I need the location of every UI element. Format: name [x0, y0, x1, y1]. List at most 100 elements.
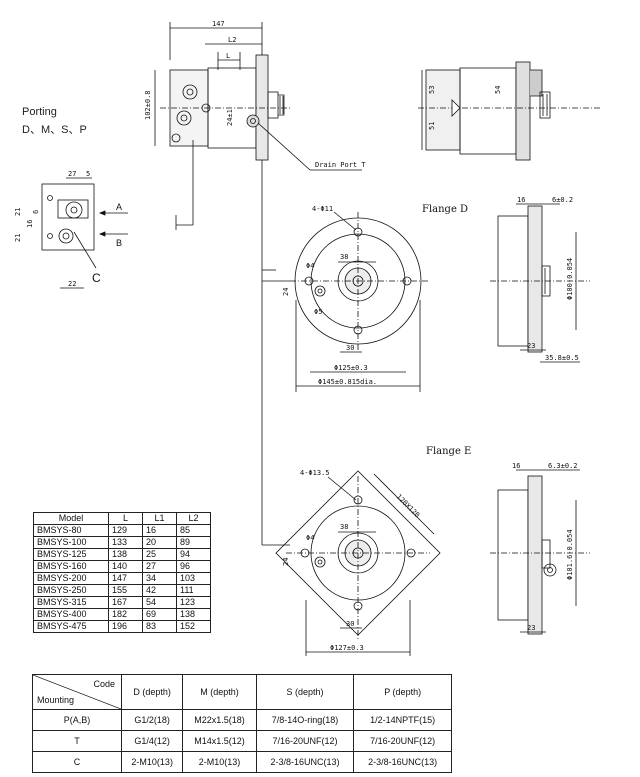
- cell: 140: [108, 560, 143, 573]
- header-d-depth: D (depth): [120, 674, 184, 710]
- header-mounting: Mounting: [37, 695, 75, 705]
- header-corner: Code Mounting: [32, 674, 122, 710]
- dim-6-3: 6.3±0.2: [548, 462, 578, 470]
- cell: 2-3/8-16UNC(13): [353, 751, 452, 773]
- header-model: Model: [33, 512, 109, 525]
- cell: 7/16-20UNF(12): [353, 730, 452, 752]
- dim-21a: 21: [14, 208, 22, 216]
- dim-23-es: 23: [527, 624, 535, 632]
- dim-22: 22: [68, 280, 76, 288]
- dim-53: 53: [428, 86, 436, 94]
- cell: 25: [142, 548, 177, 561]
- port-c-label: C: [92, 271, 101, 285]
- header-code: Code: [93, 679, 115, 689]
- cell: BMSYS-125: [33, 548, 109, 561]
- cell: 167: [108, 596, 143, 609]
- cell: BMSYS-475: [33, 620, 109, 633]
- dim-54: 54: [494, 86, 502, 94]
- cell: BMSYS-250: [33, 584, 109, 597]
- header-l1: L1: [142, 512, 177, 525]
- dim-38: 38: [340, 253, 348, 261]
- table-row: C 2-M10(13) 2-M10(13) 2-3/8-16UNC(13) 2-…: [32, 751, 452, 773]
- cell: M14x1.5(12): [182, 730, 257, 752]
- cell: 147: [108, 572, 143, 585]
- cell: BMSYS-80: [33, 524, 109, 537]
- dim-16-ds: 16: [517, 196, 525, 204]
- dim-phi127: Φ127±0.3: [330, 644, 364, 652]
- cell: 103: [176, 572, 211, 585]
- dim-27: 27: [68, 170, 76, 178]
- dim-4phi13-5: 4-Φ13.5: [300, 469, 330, 477]
- port-detail-view: 27 5 21 21 16 6 22 A B C: [14, 170, 128, 289]
- cell: 83: [142, 620, 177, 633]
- header-s-depth: S (depth): [255, 674, 355, 710]
- dim-21b: 21: [14, 234, 22, 242]
- dim-phi4: Φ4: [306, 262, 314, 270]
- dim-38-e: 38: [340, 523, 348, 531]
- cell: 182: [108, 608, 143, 621]
- cell: 123: [176, 596, 211, 609]
- dim-51: 51: [428, 122, 436, 130]
- cell: 42: [142, 584, 177, 597]
- cell: BMSYS-160: [33, 560, 109, 573]
- flange-e-title: Flange E: [426, 446, 471, 457]
- dim-30: 30: [346, 344, 354, 352]
- flange-d-title: Flange D: [422, 204, 468, 215]
- dim-l2: L2: [228, 36, 236, 44]
- cell: BMSYS-315: [33, 596, 109, 609]
- cell: T: [32, 730, 122, 752]
- dim-23-ds: 23: [527, 342, 535, 350]
- cell: 34: [142, 572, 177, 585]
- dim-phi5: Φ5: [314, 308, 322, 316]
- dim-147: 147: [212, 20, 225, 28]
- cell: 138: [176, 608, 211, 621]
- cell: 2-M10(13): [182, 751, 257, 773]
- dim-16: 16: [26, 220, 34, 228]
- cell: BMSYS-400: [33, 608, 109, 621]
- dim-6: 6: [32, 210, 40, 214]
- dim-phi4-e: Φ4: [306, 534, 314, 542]
- dim-24-e: 24: [282, 558, 290, 566]
- dim-phi125: Φ125±0.3: [334, 364, 368, 372]
- cell: 54: [142, 596, 177, 609]
- cell: 2-3/8-16UNC(13): [255, 751, 355, 773]
- header-l2: L2: [176, 512, 211, 525]
- table-header-row: Model L L1 L2: [33, 512, 211, 525]
- table-row: T G1/4(12) M14x1.5(12) 7/16-20UNF(12) 7/…: [32, 730, 452, 752]
- cell: 138: [108, 548, 143, 561]
- dim-102: 102±0.8: [144, 90, 152, 120]
- dim-l: L: [226, 52, 230, 60]
- drain-port-label: Drain Port T: [315, 161, 366, 169]
- flange-e-front-view: 4-Φ13.5 120X120 Φ4 38 24 30 Φ127±0.3: [262, 469, 441, 656]
- cell: P(A,B): [32, 709, 122, 731]
- cell: 155: [108, 584, 143, 597]
- cell: 7/8-14O-ring(18): [255, 709, 355, 731]
- cell: 111: [176, 584, 211, 597]
- cell: C: [32, 751, 122, 773]
- header-p-depth: P (depth): [353, 674, 452, 710]
- cell: 1/2-14NPTF(15): [353, 709, 452, 731]
- dim-120x120: 120X120: [395, 493, 422, 520]
- dim-30-e: 30: [346, 620, 354, 628]
- dim-24-d: 24: [282, 288, 290, 296]
- dim-4phi11: 4-Φ11: [312, 205, 333, 213]
- dim-24: 24±1: [226, 109, 234, 126]
- porting-title: Porting: [22, 106, 57, 118]
- flange-d-front-view: 4-Φ11 38 Φ4 Φ5 24 30 Φ125±0.3 Φ145±0.815…: [262, 205, 430, 392]
- port-a-label: A: [116, 202, 122, 212]
- mounting-code-table: Code Mounting D (depth) M (depth) S (dep…: [32, 674, 452, 773]
- cell: 152: [176, 620, 211, 633]
- cell: BMSYS-100: [33, 536, 109, 549]
- dim-phi100: Φ100-0.054: [566, 258, 574, 300]
- header-l: L: [108, 512, 143, 525]
- header-m-depth: M (depth): [182, 674, 257, 710]
- cell: 27: [142, 560, 177, 573]
- cell: G1/2(18): [120, 709, 184, 731]
